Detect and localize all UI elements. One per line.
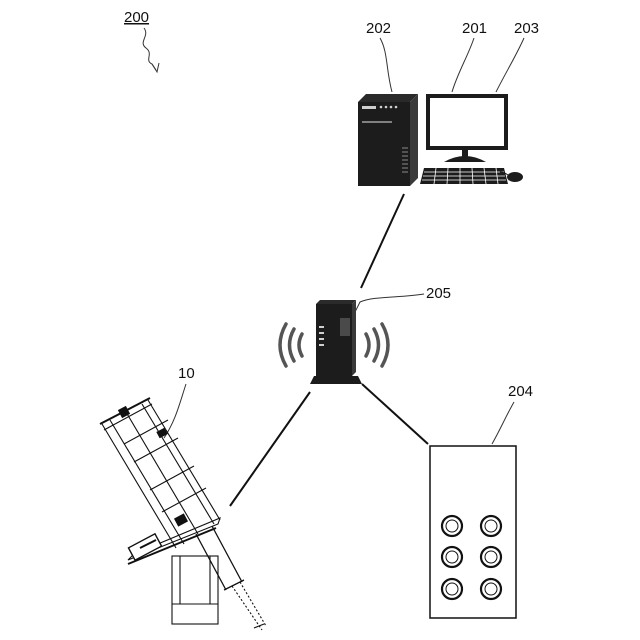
link-router-device bbox=[230, 392, 310, 506]
monitor-icon bbox=[426, 94, 508, 162]
device-crossbar bbox=[150, 466, 194, 490]
label-device: 10 bbox=[178, 365, 195, 382]
label-router: 205 bbox=[426, 285, 451, 302]
leader-device bbox=[164, 384, 186, 438]
tower-icon bbox=[358, 94, 418, 186]
leader-computer bbox=[452, 38, 474, 92]
leader-system-arrow bbox=[152, 63, 159, 72]
remote-button bbox=[442, 579, 462, 599]
link-router-remote bbox=[362, 384, 428, 444]
label-remote: 204 bbox=[508, 383, 533, 400]
remote-button bbox=[442, 516, 462, 536]
device-rail bbox=[142, 404, 214, 524]
device-bracket bbox=[175, 514, 188, 526]
device-rail bbox=[110, 420, 184, 544]
remote-button bbox=[481, 547, 501, 567]
router-icon bbox=[310, 300, 362, 384]
leader-router bbox=[352, 294, 424, 318]
device-pedestal bbox=[172, 556, 218, 624]
device-shaft-end bbox=[224, 580, 244, 590]
wifi-signal-left-icon bbox=[280, 324, 302, 366]
device-apparatus bbox=[100, 398, 266, 630]
keyboard-icon bbox=[420, 168, 508, 184]
label-monitor: 203 bbox=[514, 20, 539, 37]
leader-system bbox=[143, 28, 156, 70]
remote-button bbox=[481, 579, 501, 599]
label-computer: 201 bbox=[462, 20, 487, 37]
leader-monitor bbox=[496, 38, 524, 92]
device-projection-end bbox=[254, 624, 264, 628]
leader-tower bbox=[380, 38, 392, 92]
remote-button bbox=[442, 547, 462, 567]
label-tower: 202 bbox=[366, 20, 391, 37]
link-computer-router bbox=[361, 194, 404, 288]
remote-button bbox=[481, 516, 501, 536]
device-crossbar bbox=[134, 438, 178, 462]
device-projection bbox=[232, 586, 262, 630]
remote-control bbox=[430, 446, 516, 618]
label-system: 200 bbox=[124, 9, 149, 26]
wifi-signal-right-icon bbox=[366, 324, 388, 366]
leader-remote bbox=[492, 402, 514, 444]
device-top-cap bbox=[104, 404, 152, 430]
